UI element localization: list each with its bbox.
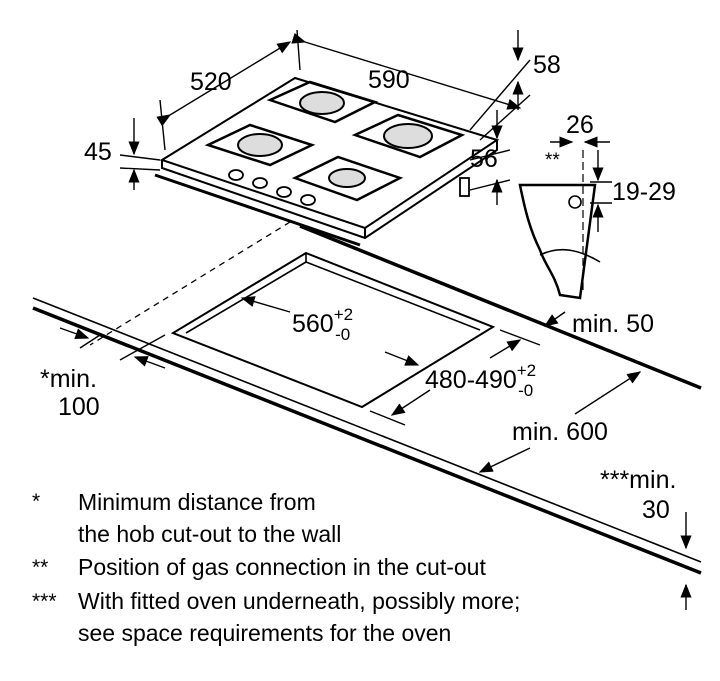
dim-cutout-depth: 480-490+2-0 [425, 361, 537, 400]
dim-min-wall-value: 100 [58, 393, 100, 421]
note-text: the hob cut-out to the wall [78, 521, 342, 547]
counter-front-edge-bottom [32, 306, 702, 575]
dim-gas-offset-width: 26 [566, 111, 594, 139]
dim-hob-height-top: 58 [533, 51, 561, 79]
dim-min-back: min. 50 [572, 310, 654, 338]
counter-back-edge [299, 224, 702, 390]
dim-hob-depth: 520 [190, 68, 232, 96]
dim-gas-offset-height: 19-29 [612, 178, 676, 206]
dim-min-oven-value: 30 [642, 496, 670, 524]
hob [154, 76, 500, 247]
gas-marker: ** [545, 150, 560, 171]
note-text: With fitted oven underneath, possibly mo… [78, 588, 521, 614]
gas-connection-profile [518, 150, 601, 300]
note-marker: * [32, 490, 41, 513]
note-text: Minimum distance from [78, 489, 316, 515]
note-text: Position of gas connection in the cut-ou… [78, 554, 486, 580]
dim-min-wall: *min. [40, 365, 97, 393]
counter-front-edge [32, 297, 702, 563]
note-marker: *** [32, 590, 57, 613]
dim-hob-width: 590 [368, 66, 410, 94]
dim-hob-side-height: 56 [470, 145, 498, 173]
dim-hob-thickness: 45 [84, 138, 112, 166]
note-text: see space requirements for the oven [78, 620, 452, 646]
note-marker: ** [32, 556, 49, 579]
dim-min-oven: ***min. [600, 466, 677, 494]
dim-cutout-width: 560+2-0 [292, 305, 354, 344]
dim-min-depth: min. 600 [512, 418, 608, 446]
